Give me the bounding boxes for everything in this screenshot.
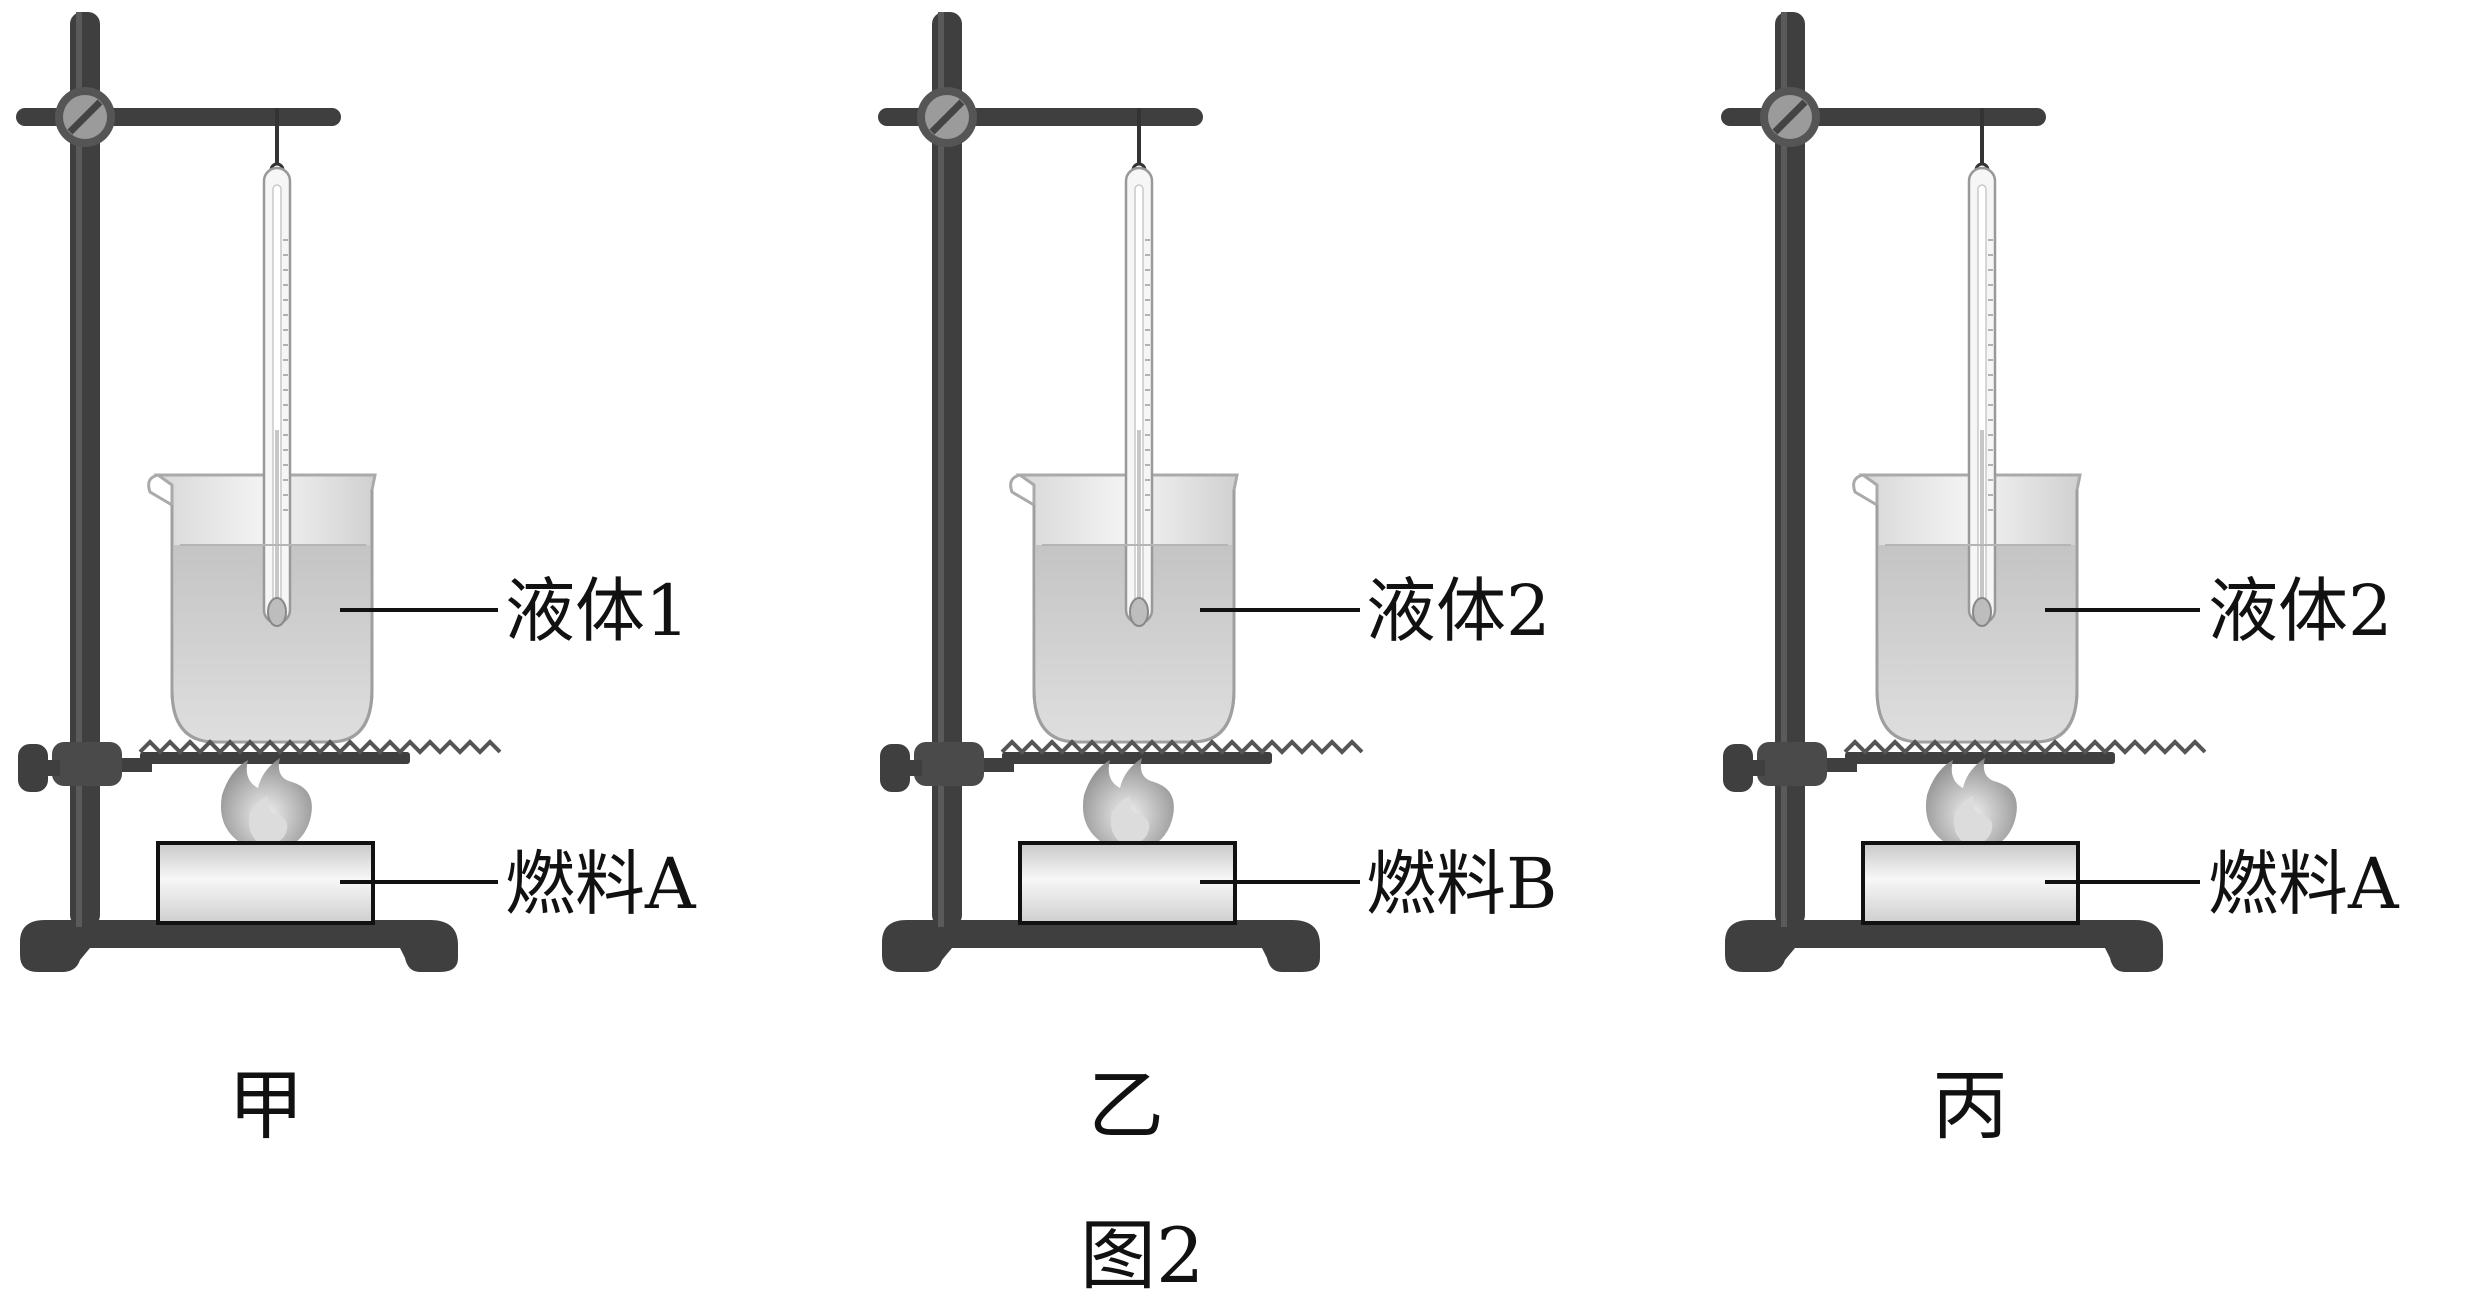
figure-caption: 图2 [1080, 1211, 1204, 1300]
setup-caption: 乙 [1088, 1061, 1164, 1150]
setup-jia: 液体1 燃料A 甲 [228, 570, 697, 1150]
liquid-label: 液体1 [505, 570, 690, 652]
fuel-label: 燃料A [2208, 843, 2400, 925]
liquid-label: 液体2 [1366, 570, 1551, 652]
fuel-label: 燃料A [505, 843, 697, 925]
liquid-label: 液体2 [2208, 570, 2393, 652]
apparatus-bing [1721, 12, 2205, 972]
setup-yi: 液体2 燃料B 乙 [1088, 570, 1557, 1150]
apparatus-jia [16, 12, 500, 972]
setup-bing: 液体2 燃料A 丙 [1932, 570, 2400, 1150]
setup-caption: 甲 [228, 1061, 304, 1150]
fuel-label: 燃料B [1366, 843, 1557, 925]
apparatus-yi [878, 12, 1362, 972]
setup-caption: 丙 [1932, 1061, 2008, 1150]
